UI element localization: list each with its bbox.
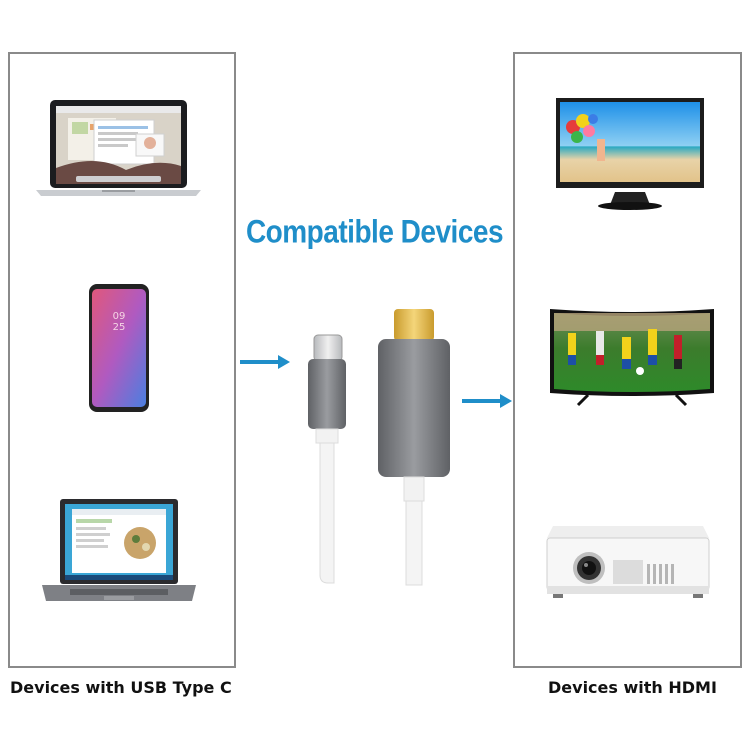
page-title: Compatible Devices [245,213,504,250]
macbook-laptop-icon [36,98,201,198]
projector-icon [543,520,713,600]
windows-laptop-icon [40,497,198,607]
smartphone-icon: 09 25 [88,283,150,413]
hdmi-devices-caption: Devices with HDMI [548,678,717,697]
usb-c-devices-caption: Devices with USB Type C [10,678,232,697]
monitor-icon [555,97,705,212]
phone-clock-minute: 25 [113,322,126,333]
arrow-right-icon [240,355,290,369]
curved-tv-icon [548,307,716,407]
arrow-right-icon [462,394,512,408]
phone-clock-hour: 09 [113,311,126,322]
usb-c-to-hdmi-cable-icon [300,305,460,590]
